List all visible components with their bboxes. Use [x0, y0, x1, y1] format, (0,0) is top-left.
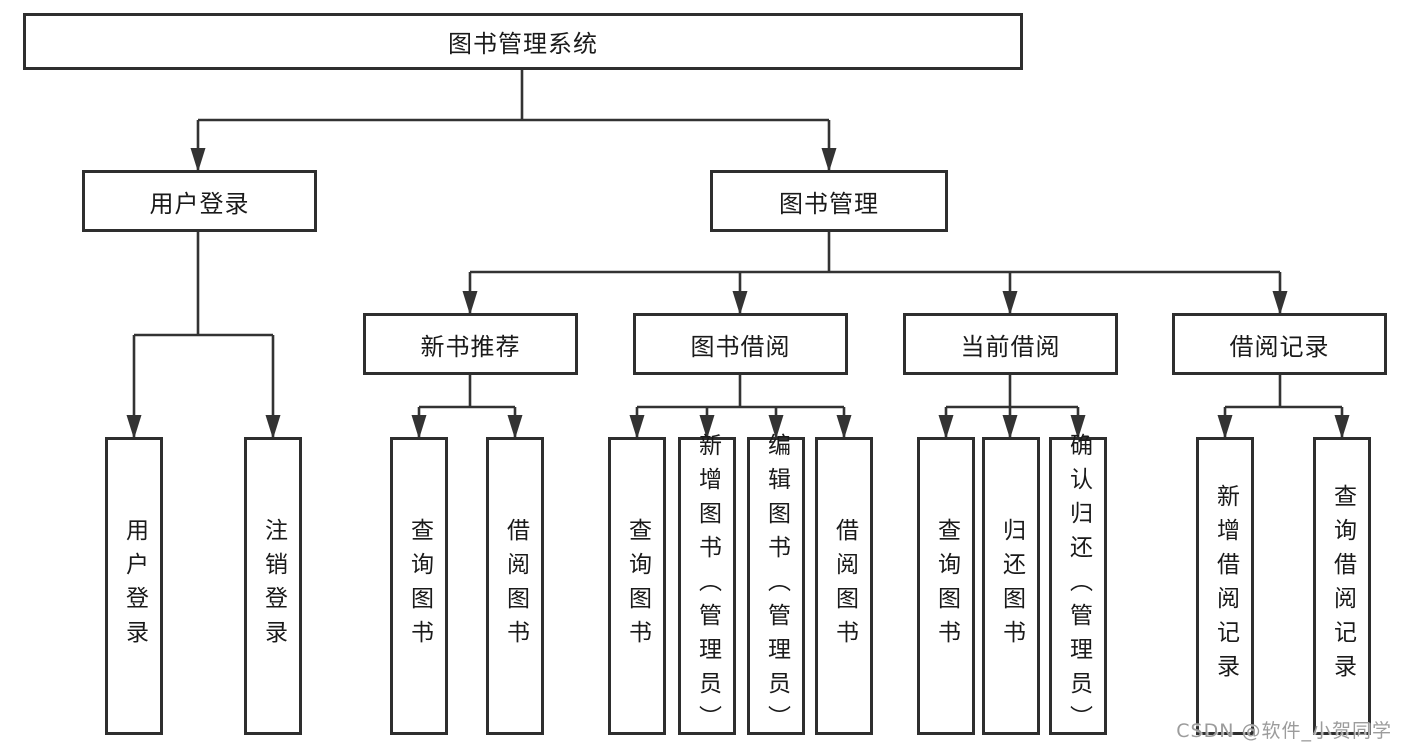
node-label: 查询图书: [624, 518, 651, 654]
node-label: 用户登录: [149, 189, 250, 218]
node-library-management-system: 图书管理系统: [23, 13, 1023, 70]
leaf-add-books-admin: 新增图书（管理员）: [678, 433, 736, 739]
node-label: 借阅记录: [1229, 332, 1330, 361]
node-user-login: 用户登录: [82, 170, 317, 232]
node-label: 查询借阅记录: [1329, 484, 1356, 688]
node-book-management: 图书管理: [710, 170, 948, 232]
node-label: 当前借阅: [960, 332, 1061, 361]
node-book-borrowing: 图书借阅: [633, 313, 848, 375]
node-label: 编辑图书（管理员）: [763, 433, 790, 739]
node-label: 新增借阅记录: [1212, 484, 1239, 688]
node-label: 用户登录: [121, 518, 148, 654]
leaf-query-borrow-record: 查询借阅记录: [1313, 437, 1371, 735]
leaf-borrow-books: 借阅图书: [815, 437, 873, 735]
leaf-logout-login: 注销登录: [244, 437, 302, 735]
node-current-borrowing: 当前借阅: [903, 313, 1118, 375]
leaf-query-books-current: 查询图书: [917, 437, 975, 735]
node-label: 注销登录: [260, 518, 287, 654]
node-label: 图书管理: [779, 189, 879, 218]
leaf-return-books: 归还图书: [982, 437, 1040, 735]
node-label: 查询图书: [406, 518, 433, 654]
node-borrowing-records: 借阅记录: [1172, 313, 1387, 375]
leaf-query-books-borrow: 查询图书: [608, 437, 666, 735]
leaf-add-borrow-record: 新增借阅记录: [1196, 437, 1254, 735]
node-label: 图书管理系统: [448, 30, 598, 58]
leaf-query-books-recommend: 查询图书: [390, 437, 448, 735]
leaf-edit-books-admin: 编辑图书（管理员）: [747, 433, 805, 739]
leaf-user-login: 用户登录: [105, 437, 163, 735]
watermark-csdn: CSDN @软件_小贺同学: [1176, 720, 1392, 742]
node-new-book-recommendation: 新书推荐: [363, 313, 578, 375]
node-label: 归还图书: [998, 518, 1025, 654]
node-label: 借阅图书: [502, 518, 529, 654]
leaf-confirm-return-admin: 确认归还（管理员）: [1049, 433, 1107, 739]
node-label: 图书借阅: [690, 332, 791, 361]
node-label: 新增图书（管理员）: [694, 433, 721, 739]
node-label: 新书推荐: [420, 332, 521, 361]
node-label: 确认归还（管理员）: [1065, 433, 1092, 739]
node-label: 查询图书: [933, 518, 960, 654]
leaf-borrow-books-recommend: 借阅图书: [486, 437, 544, 735]
node-label: 借阅图书: [831, 518, 858, 654]
